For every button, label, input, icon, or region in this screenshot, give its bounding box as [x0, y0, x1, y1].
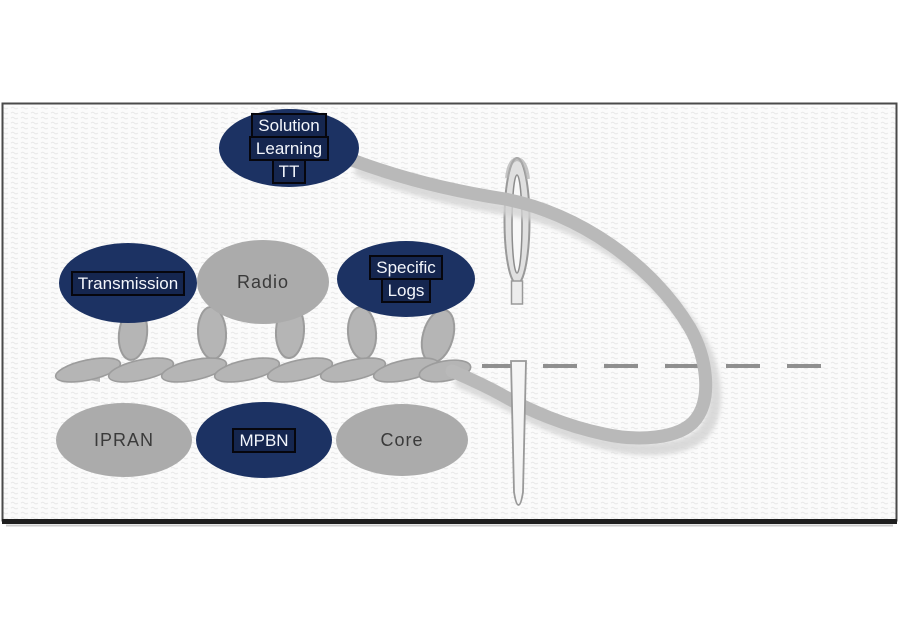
node-core: Core: [336, 404, 468, 476]
braid-segment: [160, 357, 228, 383]
node-label-line: Radio: [236, 271, 290, 292]
needle-eye-top-shade: [505, 156, 530, 180]
node-label-line: TT: [271, 158, 307, 184]
node-label-line: Transmission: [70, 270, 186, 296]
node-specific-logs: Specific Logs: [337, 241, 475, 317]
node-solution-learning-tt: Solution Learning TT: [219, 109, 359, 187]
node-label-line: Core: [380, 429, 424, 450]
braid-segment: [54, 357, 122, 383]
braid-segment: [107, 357, 175, 383]
needle-shaft-upper: [510, 280, 524, 305]
node-label-line: Specific: [369, 255, 443, 280]
node-label-line: Solution: [251, 112, 327, 138]
node-ipran: IPRAN: [56, 403, 192, 477]
needle-shaft-lower: [510, 360, 527, 506]
chain-stitch-braid: [54, 357, 472, 383]
braid-segment: [266, 357, 334, 383]
node-mpbn: MPBN: [196, 402, 332, 478]
node-label-line: IPRAN: [93, 429, 154, 450]
node-transmission: Transmission: [59, 243, 197, 323]
node-label-line: MPBN: [232, 427, 296, 453]
node-radio: Radio: [197, 240, 329, 324]
node-label-line: Learning: [248, 135, 330, 161]
braid-segment: [319, 357, 387, 383]
node-label-line: Logs: [380, 278, 432, 303]
braid-segment: [213, 357, 281, 383]
